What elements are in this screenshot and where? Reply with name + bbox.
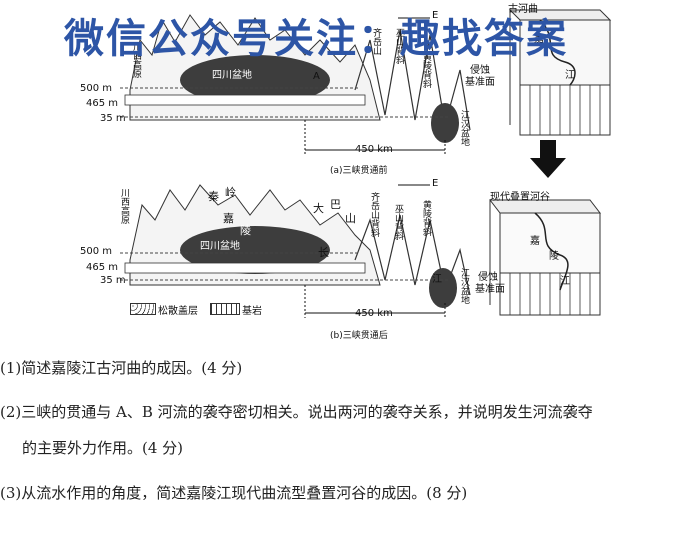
caption-a: (a)三峡贯通前 xyxy=(330,166,388,176)
dist-label-a: 450 km xyxy=(355,144,393,155)
label-E-a: E xyxy=(432,10,439,21)
block-bottom-jia: 嘉 xyxy=(530,236,540,247)
elev-465-b: 465 m xyxy=(86,262,119,273)
qin-label: 秦 xyxy=(208,190,219,203)
question-2: (2)三峡的贯通与 A、B 河流的袭夺密切相关。说出两河的袭夺关系，并说明发生河… xyxy=(0,403,593,421)
ridge2-label-b: 巫山背斜 xyxy=(393,204,403,240)
ling-label: 岭 xyxy=(225,186,236,199)
folds-a xyxy=(354,29,471,131)
block-bottom-ling: 陵 xyxy=(549,251,559,262)
question-3: (3)从流水作用的角度，简述嘉陵江现代曲流型叠置河谷的成因。(8 分) xyxy=(0,484,468,502)
elev-35-b: 35 m xyxy=(100,275,126,286)
block-bottom-jiang: 江 xyxy=(560,276,570,287)
basin-a xyxy=(180,55,330,105)
ridge1-label-a: 齐岳山 xyxy=(371,28,381,55)
ridge1-label-b: 齐岳山背斜 xyxy=(369,192,379,237)
jiang-label-b: 江 xyxy=(432,274,442,285)
jia-label-b: 嘉 xyxy=(223,212,234,225)
basin-label-a: 四川盆地 xyxy=(212,70,252,81)
ridge2-label-a: 巫山背斜 xyxy=(394,28,404,64)
plain-lake-a xyxy=(431,103,459,143)
legend-loose-swatch xyxy=(130,303,156,315)
block-bottom-base2: 基准面 xyxy=(475,284,505,295)
plain-label-a: 江汉盆地 xyxy=(459,110,469,146)
chang-label: 长 xyxy=(318,246,329,259)
elev-500-b: 500 m xyxy=(80,246,113,257)
block-top-base1: 侵蚀 xyxy=(470,65,490,76)
da-label: 大 xyxy=(313,202,324,215)
diagram-b-drawing xyxy=(120,184,471,318)
west-label-a: 川西高原 xyxy=(131,42,141,78)
strata-b xyxy=(124,262,366,274)
plain-label-b: 江汉盆地 xyxy=(459,268,469,304)
block-top-title: 古河曲 xyxy=(508,4,538,15)
question-1: (1)简述嘉陵江古河曲的成因。(4 分) xyxy=(0,359,243,377)
ridge3-label-b: 黄陵背斜 xyxy=(421,200,431,236)
ling2-label-b: 陵 xyxy=(240,224,251,237)
folds-b xyxy=(354,214,471,296)
basin-label-b: 四川盆地 xyxy=(200,241,240,252)
caption-b: (b)三峡贯通后 xyxy=(330,331,388,341)
question-2-cont: 的主要外力作用。(4 分) xyxy=(22,439,184,457)
strata-a xyxy=(124,94,366,106)
watermark-text: 微信公众号关注：趣找答案 xyxy=(64,16,568,62)
basin-b xyxy=(180,226,330,274)
ba-label: 巴 xyxy=(330,198,341,211)
elev-35-a: 35 m xyxy=(100,113,126,124)
elev-500-a: 500 m xyxy=(80,83,113,94)
shan-label: 山 xyxy=(345,212,356,225)
label-A: A xyxy=(313,71,320,82)
block-top-jia: 嘉 xyxy=(534,34,544,45)
block-top-jiang: 江 xyxy=(565,70,575,81)
block-top-drawing xyxy=(508,9,612,136)
label-E-b: E xyxy=(432,178,439,189)
elev-465-a: 465 m xyxy=(86,98,119,109)
block-top-base2: 基准面 xyxy=(465,77,495,88)
block-bottom-drawing xyxy=(488,199,602,316)
legend-loose-label: 松散盖层 xyxy=(158,306,198,317)
legend-bedrock-label: 基岩 xyxy=(242,306,262,317)
legend-bedrock-swatch xyxy=(210,303,240,315)
west-label-b: 川西高原 xyxy=(119,188,129,224)
ridge3-label-a: 黄陵背斜 xyxy=(421,52,431,88)
plain-lake-b xyxy=(429,268,457,308)
diagram-a-drawing xyxy=(120,14,471,155)
down-arrow-icon xyxy=(530,140,566,178)
block-bottom-title: 现代叠置河谷 xyxy=(490,192,550,203)
dist-label-b: 450 km xyxy=(355,308,393,319)
block-bottom-base1: 侵蚀 xyxy=(478,272,498,283)
